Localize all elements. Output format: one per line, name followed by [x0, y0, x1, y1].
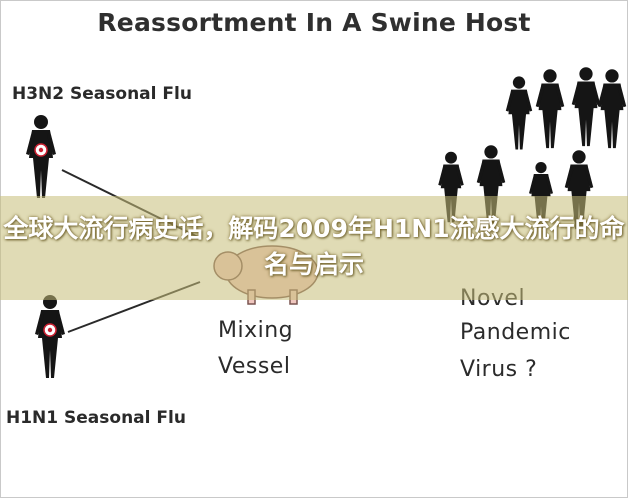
label-vessel: Vessel: [218, 354, 291, 379]
label-h3n2: H3N2 Seasonal Flu: [12, 84, 192, 104]
virus-icon: [43, 323, 57, 337]
label-pandemic: Pandemic: [460, 320, 571, 345]
person-icon: [597, 69, 627, 149]
caption-banner: [0, 196, 628, 300]
person-icon: [571, 67, 601, 147]
person-icon: [535, 69, 565, 149]
diagram-title: Reassortment In A Swine Host: [97, 8, 531, 37]
label-virus: Virus ?: [460, 357, 538, 382]
virus-icon: [34, 143, 48, 157]
label-mixing: Mixing: [218, 318, 294, 343]
person-icon: [505, 76, 533, 150]
caption-text: 全球大流行病史话，解码2009年H1N1流感大流行的命名与启示: [3, 214, 625, 279]
label-h1n1: H1N1 Seasonal Flu: [6, 408, 186, 428]
